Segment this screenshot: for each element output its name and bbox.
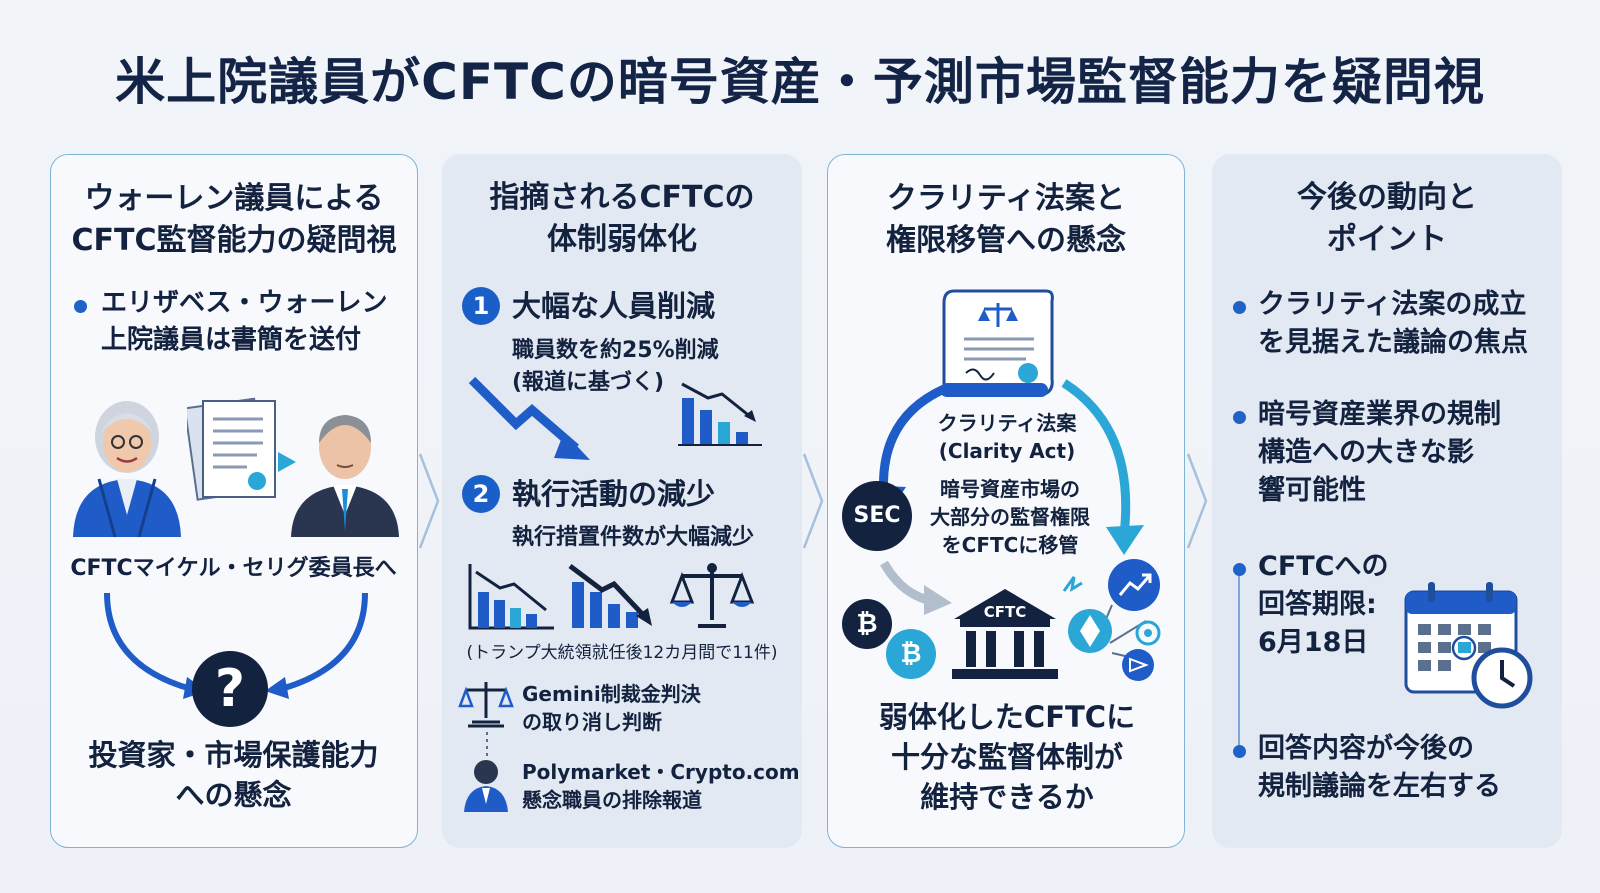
question-line3: 維持できるか (920, 780, 1094, 814)
act-label-en: (Clarity Act) (938, 439, 1076, 463)
question-line1: 弱体化したCFTCに (878, 700, 1136, 734)
panel-heading-line2: ポイント (1327, 222, 1447, 257)
polymarket-line2: 懸念職員の排除報道 (522, 788, 702, 812)
transfer-text: 暗号資産市場の 大部分の監督権限 をCFTCに移管 (910, 475, 1110, 559)
transfer-line2: 大部分の監督権限 (930, 505, 1090, 529)
panel-heading-line1: 今後の動向と (1297, 180, 1477, 215)
gemini-line2: の取り消し判断 (522, 710, 662, 734)
cftc-building-icon (952, 589, 1058, 679)
calendar-clock-icon (1404, 582, 1533, 709)
outlook-bullet-deadline: CFTCへの 回答期限: 6月18日 (1258, 548, 1389, 662)
item2-title: 執行活動の減少 (512, 477, 716, 511)
clarity-act-label: クラリティ法案 (Clarity Act) (907, 409, 1107, 465)
deadline-line3: 6月18日 (1258, 627, 1369, 658)
item-number-badge: 1 (462, 287, 500, 325)
panel-heading-line2: 権限移管への懸念 (886, 223, 1126, 258)
cftc-building-label: CFTC (983, 603, 1027, 621)
bullet-dot (1233, 563, 1246, 576)
declining-bar-chart-icon (678, 382, 762, 446)
gemini-ruling-text: Gemini制裁金判決 の取り消し判断 (522, 680, 701, 736)
flow-chevron-icon (1186, 453, 1208, 549)
court-scale-icon (458, 682, 514, 728)
scale-of-justice-icon (669, 563, 755, 628)
deadline-line2: 回答期限: (1258, 589, 1377, 620)
bullet-dot (1233, 745, 1246, 758)
bullet-line2: 上院議員は書簡を送付 (101, 325, 362, 355)
outlook-bullet-1: クラリティ法案の成立 を見据えた議論の焦点 (1258, 286, 1528, 362)
transfer-line1: 暗号資産市場の (940, 477, 1080, 501)
bullet4-line2: 規制議論を左右する (1258, 771, 1501, 802)
outlook-bullet-4: 回答内容が今後の 規制議論を左右する (1258, 730, 1501, 806)
bitcoin-coin-icon: ₿ (842, 599, 892, 649)
bullet2-line3: 響可能性 (1258, 475, 1366, 506)
bullet4-line1: 回答内容が今後の (1258, 733, 1474, 764)
panel-heading-line1: クラリティ法案と (886, 181, 1126, 216)
panel-heading-line1: 指摘されるCFTCの (489, 180, 755, 215)
panel-heading-line1: ウォーレン議員による (84, 181, 384, 216)
sec-badge: SEC (842, 481, 912, 551)
item1-desc-line1: 職員数を約25%削減 (512, 338, 719, 363)
declining-chart-icon (468, 564, 554, 630)
concern-line2: への懸念 (175, 778, 292, 812)
item1-desc-line2: (報道に基づく) (512, 370, 665, 395)
question-line2: 十分な監督体制が (890, 740, 1123, 774)
selig-portrait-icon (291, 415, 399, 537)
deadline-line1: CFTCへの (1258, 551, 1389, 582)
item2-desc: 執行措置件数が大幅減少 (512, 525, 755, 550)
item1-desc: 職員数を約25%削減 (報道に基づく) (512, 335, 719, 399)
warren-portrait-icon (73, 401, 181, 537)
arrow-right-icon (278, 452, 296, 472)
crypto-network-icon (1062, 559, 1161, 681)
bullet1-line1: クラリティ法案の成立 (1258, 289, 1527, 320)
polymarket-report-text: Polymarket・Crypto.com 懸念職員の排除報道 (522, 758, 800, 814)
dotted-connector-icon (486, 732, 488, 756)
staff-person-icon (464, 760, 508, 812)
flow-chevron-icon (802, 453, 824, 549)
panel-clarity-act: クラリティ法案と 権限移管への懸念 クラリティ法案 (Clarity Act) … (827, 154, 1185, 848)
panel-warren-letter: ウォーレン議員による CFTC監督能力の疑問視 エリザベス・ウォーレン 上院議員… (50, 154, 418, 848)
page-title: 米上院議員がCFTCの暗号資産・予測市場監督能力を疑問視 (115, 53, 1485, 111)
panel-heading-line2: 体制弱体化 (547, 222, 697, 257)
bullet2-line2: 構造への大きな影 (1258, 437, 1474, 468)
decline-arrow-chart-icon (568, 564, 652, 628)
bullet-dot (74, 300, 87, 313)
polymarket-line1: Polymarket・Crypto.com (522, 760, 800, 784)
question-mark-icon: ? (192, 651, 268, 727)
concern-line1: 投資家・市場保護能力 (88, 738, 379, 772)
panel-outlook: 今後の動向と ポイント クラリティ法案の成立 を見据えた議論の焦点 暗号資産業界… (1212, 154, 1562, 848)
bullet-line1: エリザベス・ウォーレン (101, 288, 388, 318)
bullet-dot (1233, 411, 1246, 424)
bullet-dot (1233, 301, 1246, 314)
bitcoin-coin-icon-2: ₿ (886, 629, 936, 679)
oversight-question-text: 弱体化したCFTCに 十分な監督体制が 維持できるか (828, 697, 1186, 817)
downtrend-arrow-icon (468, 376, 590, 460)
bullet-text-letter: エリザベス・ウォーレン 上院議員は書簡を送付 (101, 285, 388, 359)
gemini-line1: Gemini制裁金判決 (522, 682, 701, 706)
letter-document-icon (187, 397, 276, 501)
item2-note: (トランプ大統領就任後12カ月間で11件) (466, 643, 778, 663)
panel-heading-line2: CFTC監督能力の疑問視 (71, 223, 397, 258)
bullet1-line2: を見据えた議論の焦点 (1258, 327, 1528, 358)
recipient-label: CFTCマイケル・セリグ委員長へ (70, 556, 397, 581)
item-number-badge: 2 (462, 475, 500, 513)
item1-title: 大幅な人員削減 (512, 289, 716, 323)
bullet2-line1: 暗号資産業界の規制 (1258, 399, 1501, 430)
clarity-act-scroll-icon (940, 289, 1054, 397)
act-label-jp: クラリティ法案 (937, 411, 1077, 435)
timeline-line (1238, 570, 1240, 750)
outlook-bullet-2: 暗号資産業界の規制 構造への大きな影 響可能性 (1258, 396, 1501, 510)
concern-text: 投資家・市場保護能力 への懸念 (51, 735, 416, 815)
transfer-arrow-icon (880, 560, 952, 615)
transfer-line3: をCFTCに移管 (941, 533, 1079, 557)
flow-chevron-icon (418, 453, 440, 549)
panel-cftc-weakening: 指摘されるCFTCの 体制弱体化 1 大幅な人員削減 職員数を約25%削減 (報… (442, 154, 802, 848)
converging-arrows-icon (104, 592, 368, 699)
